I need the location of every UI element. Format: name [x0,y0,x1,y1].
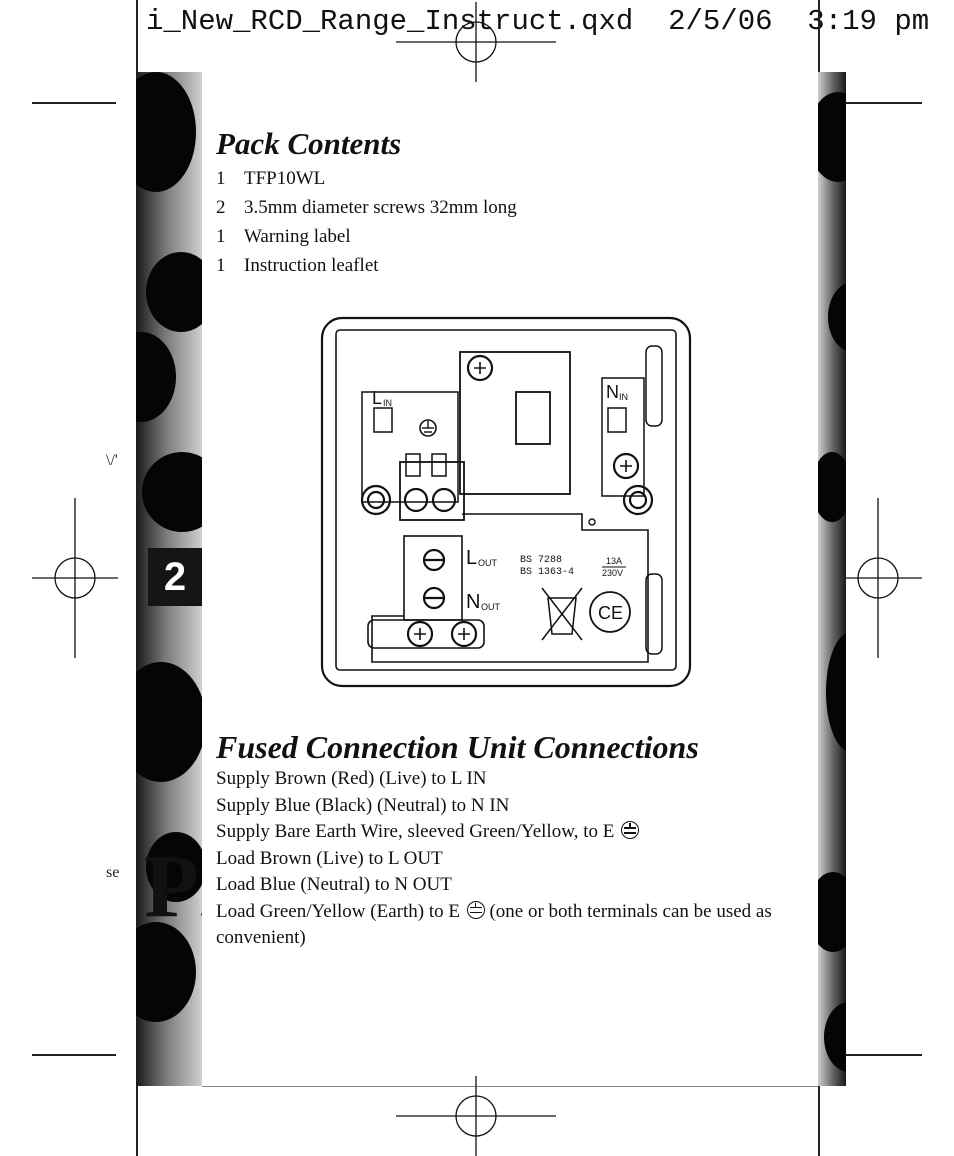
item-text: Instruction leaflet [244,255,379,276]
margin-fragment: se [106,864,120,881]
item-quantity: 2 [216,197,226,218]
l-out-label: L [466,547,477,569]
pack-contents-heading: Pack Contents [216,126,402,161]
n-in-label: N [606,382,619,402]
earth-screw-right [431,487,457,513]
right-bleed-artwork [818,72,846,1086]
fuse-window [515,391,551,445]
earth-symbol-icon [466,900,485,919]
list-item: 2 3.5mm diameter screws 32mm long [216,193,517,222]
pack-contents-section: Pack Contents 1 TFP10WL 2 3.5mm diameter s… [216,124,517,280]
clamp-bar-bottom [645,573,663,655]
item-text: Warning label [244,226,351,247]
connections-heading: Fused Connection Unit Connections [216,729,699,765]
l-in-terminal [373,407,393,433]
margin-fragment: \/' [106,452,118,469]
earth-symbol-icon [621,821,640,839]
connection-line: Supply Blue (Black) (Neutral) to N IN [216,794,510,816]
earth-bar [367,619,485,649]
rating-current: 13A [606,556,622,566]
connection-line: Load Green/Yellow (Earth) to E (one or b… [216,899,806,952]
connection-line: Load Brown (Live) to L OUT [216,847,443,869]
item-quantity: 1 [216,255,226,276]
fixing-hole-right [622,484,654,516]
n-in-sub: IN [619,392,628,402]
item-text: 3.5mm diameter screws 32mm long [244,197,517,218]
list-item: 1 TFP10WL [216,164,517,193]
connection-line: Load Blue (Neutral) to N OUT [216,874,452,895]
n-out-sub: OUT [481,602,501,612]
registration-target-left [32,498,118,658]
n-out-label: N [466,591,480,613]
l-in-sub: IN [383,398,392,408]
unit-back-diagram: L IN N IN L OUT N OUT BS 7288 BS 1363-4 … [320,316,692,688]
file-slug: i_New_RCD_Range_Instruct.qxd 2/5/06 3:19… [146,5,954,38]
registration-target-top [396,2,556,82]
item-quantity: 1 [216,226,226,247]
weee-bin-icon [541,587,583,641]
screw-bottom-left [406,620,434,648]
ce-mark-icon [589,591,631,633]
screw-top [466,354,494,382]
earth-symbol-icon [419,419,437,437]
connection-note: (one or both terminals can be used as co… [216,900,772,949]
registration-target-right [836,498,922,658]
item-text: TFP10WL [244,168,326,189]
n-in-terminal [607,407,627,433]
clamp-bar-top [645,345,663,427]
unit-back-box [335,329,677,671]
n-in-block [601,377,645,497]
earth-screw-left [403,487,429,513]
screw-right [612,452,640,480]
connection-line: Supply Brown (Red) (Live) to L IN [216,768,487,789]
l-out-sub: OUT [478,558,498,568]
pack-contents-list: 1 TFP10WL 2 3.5mm diameter screws 32mm lon… [216,164,517,280]
fuse-carrier [459,351,571,495]
l-in-block [361,391,459,503]
l-in-label: L [372,388,382,408]
page-number: 2 [148,548,202,606]
rating-voltage: 230V [602,568,623,578]
ce-mark-text: CE [598,603,623,623]
fixing-hole-left [360,484,392,516]
bs-standard-line1: BS 7288 [520,555,562,566]
connections-section: Fused Connection Unit Connections Supply… [216,728,806,952]
bs-standard-line2: BS 1363-4 [520,567,574,578]
bleed-lettering: Pro [144,837,202,936]
connection-line: Supply Bare Earth Wire, sleeved Green/Ye… [216,819,806,846]
screw-bottom-right [450,620,478,648]
connection-text: Supply Bare Earth Wire, sleeved Green/Ye… [216,821,615,842]
list-item: 1 Warning label [216,222,517,251]
registration-target-bottom [396,1076,556,1156]
connection-text: Load Green/Yellow (Earth) to E [216,900,460,922]
item-quantity: 1 [216,168,226,189]
list-item: 1 Instruction leaflet [216,251,517,280]
unit-outer-plate [320,316,692,688]
